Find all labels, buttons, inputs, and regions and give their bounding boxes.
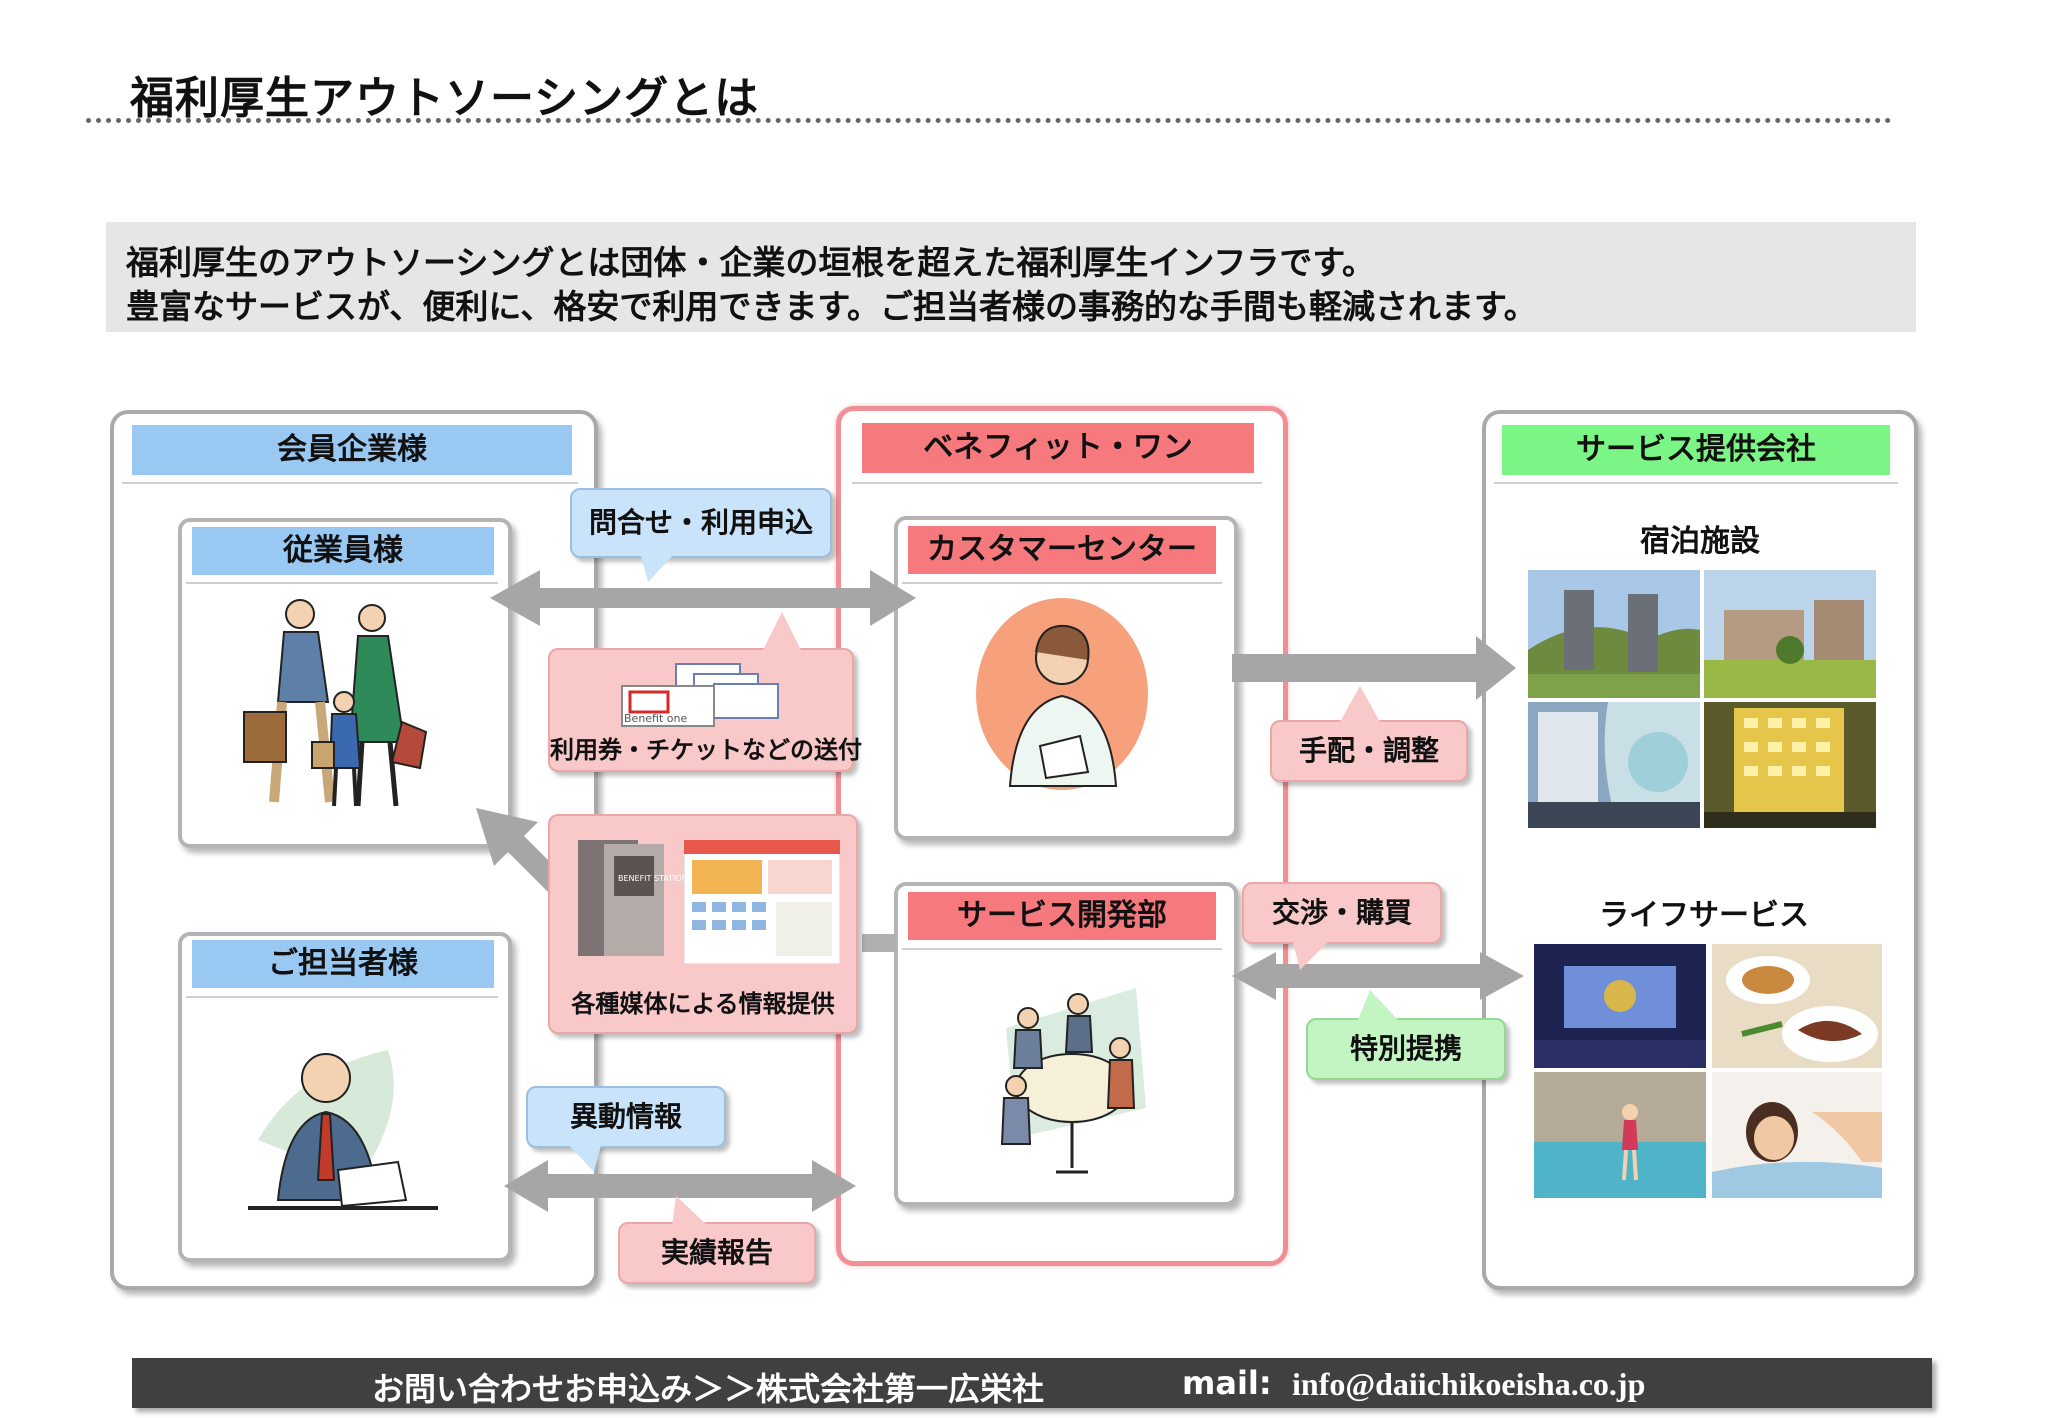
tickets-bubble: Benefit one 利用券・チケットなどの送付 [548,648,854,772]
inquiry-bubble-tail [640,552,680,586]
partnership-bubble: 特別提携 [1306,1018,1506,1080]
arrange-bubble: 手配・調整 [1270,720,1468,782]
footer-bar: お問い合わせお申込み＞＞株式会社第一広栄社 mail: info@daiichi… [132,1358,1932,1408]
transfer-bubble: 異動情報 [526,1086,726,1148]
tickets-label: 利用券・チケットなどの送付 [550,730,852,765]
partnership-bubble-tail [1358,990,1398,1020]
website-image [684,840,840,964]
report-bubble: 実績報告 [618,1222,816,1284]
tickets-logo-text: Benefit one [624,712,687,725]
footer-mail-label: mail: [1182,1364,1272,1402]
transfer-bubble-tail [566,1142,606,1176]
negotiate-bubble-tail [1292,938,1332,970]
catalog-image [574,836,668,960]
tickets-bubble-tail [762,612,802,652]
footer-contact: お問い合わせお申込み＞＞株式会社第一広栄社 [372,1364,1044,1410]
footer-mail-address[interactable]: info@daiichikoeisha.co.jp [1292,1366,1645,1403]
catalog-name: BENEFIT STATION [618,874,668,883]
media-label: 各種媒体による情報提供 [550,984,856,1019]
media-bubble: BENEFIT STATION 各種媒体による情報提供 [548,814,858,1034]
inquiry-arrow [490,570,916,626]
arrange-bubble-tail [1340,686,1380,722]
inquiry-bubble: 問合せ・利用申込 [570,488,832,558]
report-bubble-tail [672,1196,712,1226]
negotiate-bubble: 交渉・購買 [1242,882,1442,944]
